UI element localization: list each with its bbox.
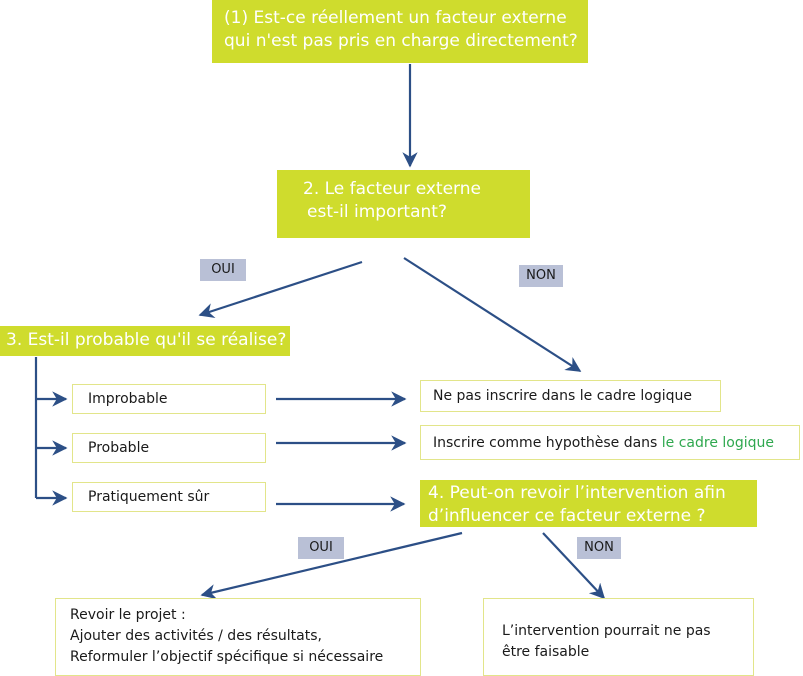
infeasible-line-1: L’intervention pourrait ne pas	[502, 623, 711, 639]
option-improbable: Improbable	[72, 384, 266, 414]
question-4-line-2: d’influencer ce facteur externe ?	[428, 506, 706, 526]
oui-label-bottom: OUI	[298, 537, 344, 559]
revise-line-3: Reformuler l’objectif spécifique si néce…	[70, 649, 384, 665]
question-2-line-2: est-il important?	[307, 202, 447, 222]
option-probable: Probable	[72, 433, 266, 463]
revise-line-2: Ajouter des activités / des résultats,	[70, 628, 322, 644]
arrow-oui-to-q3	[198, 260, 363, 319]
outcome-hypothesis: Inscrire comme hypothèse dans le cadre l…	[420, 425, 800, 460]
arrow-non-to-noframe	[403, 257, 582, 372]
outcome-no-frame-label: Ne pas inscrire dans le cadre logique	[433, 388, 692, 404]
question-1-line-1: (1) Est-ce réellement un facteur externe	[224, 8, 567, 28]
outcome-revise-project: Revoir le projet : Ajouter des activités…	[55, 598, 421, 676]
revise-line-1: Revoir le projet :	[70, 607, 186, 623]
option-pratiquement-sur-label: Pratiquement sûr	[88, 489, 210, 505]
arrow-oui-revise	[200, 531, 463, 600]
non-label-bottom: NON	[577, 537, 621, 559]
question-4-box: 4. Peut-on revoir l’intervention afin d’…	[420, 480, 757, 527]
arrow-non-infeasible	[542, 532, 606, 600]
outcome-no-frame: Ne pas inscrire dans le cadre logique	[420, 380, 721, 412]
outcome-hypothesis-link: le cadre logique	[661, 434, 775, 451]
question-2-line-1: 2. Le facteur externe	[303, 179, 481, 199]
question-3-label: 3. Est-il probable qu'il se réalise?	[6, 330, 287, 350]
outcome-hypothesis-prefix: Inscrire comme hypothèse dans	[433, 434, 662, 451]
infeasible-line-2: être faisable	[502, 644, 590, 660]
option-pratiquement-sur: Pratiquement sûr	[72, 482, 266, 512]
non-label-top: NON	[519, 265, 563, 287]
question-2-box: 2. Le facteur externe est-il important?	[277, 170, 530, 238]
question-3-box: 3. Est-il probable qu'il se réalise?	[0, 326, 290, 356]
option-probable-label: Probable	[88, 440, 150, 456]
oui-label-top: OUI	[200, 259, 246, 281]
option-improbable-label: Improbable	[88, 391, 168, 407]
question-1-box: (1) Est-ce réellement un facteur externe…	[212, 0, 588, 63]
question-1-line-2: qui n'est pas pris en charge directement…	[224, 31, 578, 51]
question-4-line-1: 4. Peut-on revoir l’intervention afin	[428, 483, 726, 503]
outcome-infeasible: L’intervention pourrait ne pas être fais…	[483, 598, 754, 676]
